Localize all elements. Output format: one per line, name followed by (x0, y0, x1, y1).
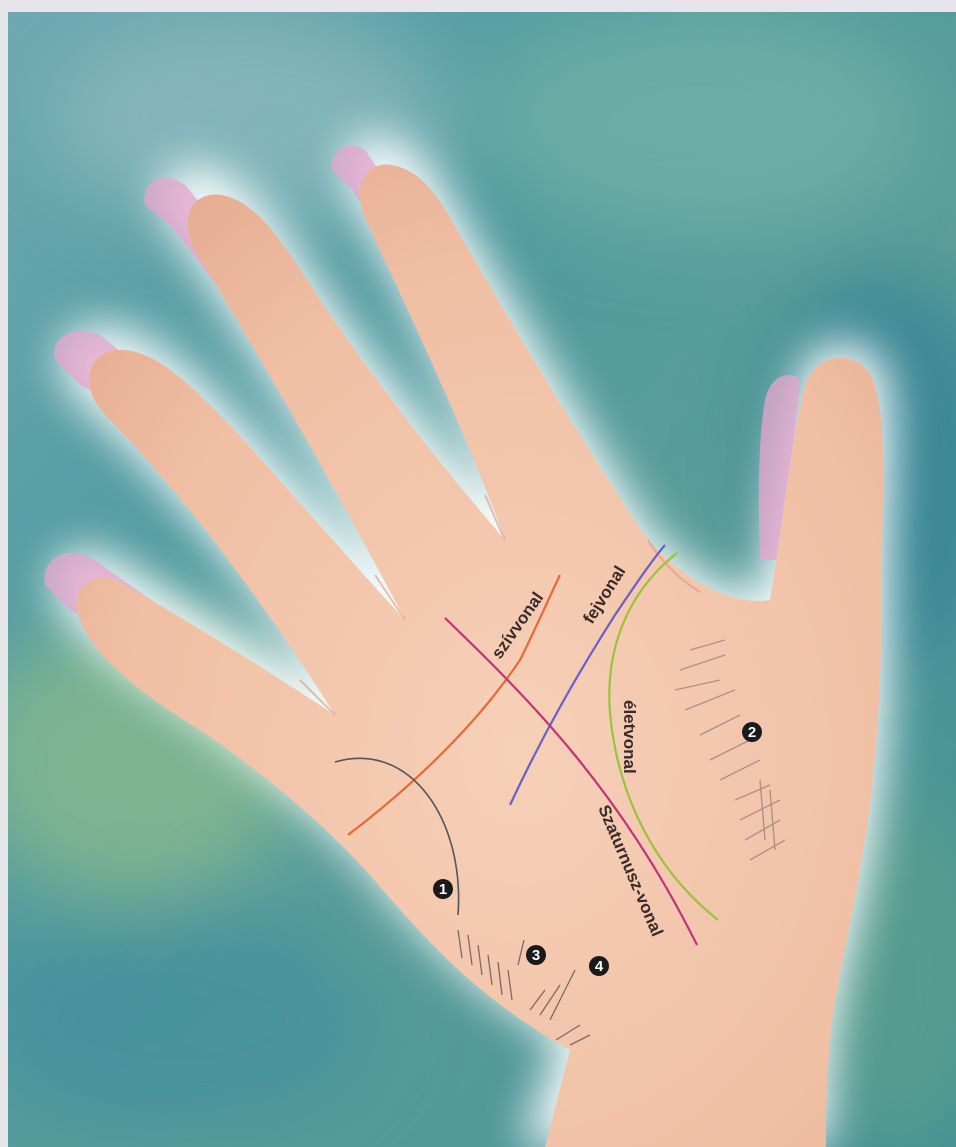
marker-1-number: 1 (439, 881, 447, 898)
marker-4-number: 4 (595, 958, 604, 975)
marker-3-number: 3 (532, 947, 540, 964)
marker-3: 3 (526, 945, 546, 965)
marker-1: 1 (433, 879, 453, 899)
marker-2-number: 2 (748, 724, 756, 741)
marker-4: 4 (589, 956, 609, 976)
left-frame (0, 0, 8, 1147)
marker-2: 2 (742, 722, 762, 742)
life-line-label: életvonal (620, 700, 639, 774)
top-frame (0, 0, 956, 12)
